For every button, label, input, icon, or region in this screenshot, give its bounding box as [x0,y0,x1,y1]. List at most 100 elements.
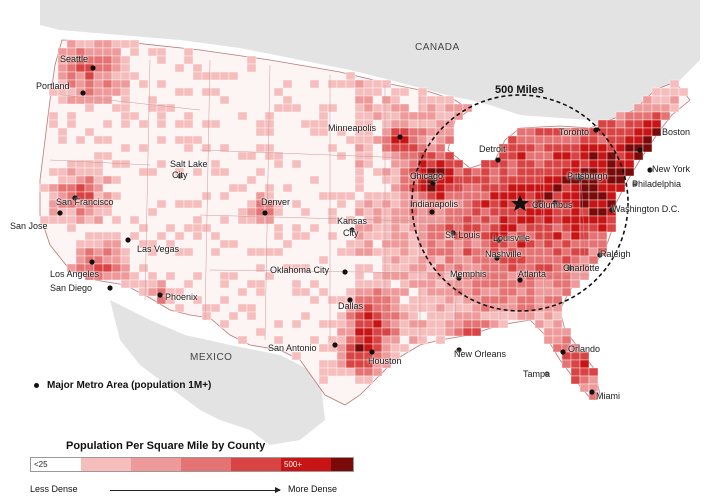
county-cell [165,223,176,233]
county-cell [57,135,68,145]
county-cell [381,239,392,249]
metro-area-dot [597,252,603,258]
county-cell [75,215,86,225]
county-cell [462,191,473,201]
county-cell [102,71,113,81]
county-cell [363,79,374,89]
county-cell [570,359,581,369]
county-cell [372,335,383,345]
county-cell [399,271,410,281]
county-cell [309,279,320,289]
metro-dot-icon [34,383,39,388]
county-cell [408,311,419,321]
county-cell [597,199,608,209]
county-cell [534,295,545,305]
county-cell [354,95,365,105]
metro-area-dot [429,209,435,215]
county-cell [552,223,563,233]
county-cell [399,223,410,233]
county-cell [498,319,509,329]
county-cell [606,167,617,177]
county-cell [444,167,455,177]
county-cell [570,239,581,249]
county-cell [552,135,563,145]
county-cell [75,247,86,257]
county-cell [669,95,680,105]
county-cell [534,191,545,201]
county-cell [624,119,635,129]
county-cell [543,215,554,225]
county-cell [84,103,95,113]
county-cell [489,199,500,209]
county-cell [435,215,446,225]
county-cell [525,167,536,177]
county-cell [579,375,590,385]
metro-area-dot [430,180,436,186]
county-cell [426,311,437,321]
county-cell [561,327,572,337]
county-cell [102,135,113,145]
county-cell [426,215,437,225]
county-cell [309,119,320,129]
county-cell [345,287,356,297]
canada-landmass [40,0,700,130]
county-cell [471,247,482,257]
county-cell [363,287,374,297]
county-cell [606,151,617,161]
county-cell [336,199,347,209]
county-cell [273,231,284,241]
metro-area-dot [637,147,643,153]
metro-area-dot [57,210,63,216]
county-cell [336,79,347,89]
county-cell [444,175,455,185]
county-cell [174,287,185,297]
county-cell [381,175,392,185]
county-cell [120,111,131,121]
county-cell [606,175,617,185]
county-cell [507,167,518,177]
county-cell [390,183,401,193]
county-cell [381,191,392,201]
county-cell [219,71,230,81]
county-cell [147,271,158,281]
county-cell [498,159,509,169]
county-cell [318,191,329,201]
county-cell [399,287,410,297]
county-cell [93,183,104,193]
county-cell [363,327,374,337]
metro-area-dot [552,200,558,206]
county-cell [264,271,275,281]
county-cell [426,95,437,105]
county-cell [417,287,428,297]
county-cell [210,71,221,81]
county-cell [669,103,680,113]
county-cell [129,47,140,57]
county-cell [102,207,113,217]
county-cell [372,231,383,241]
city-label-philadelphia: Philadelphia [632,179,682,189]
county-cell [462,287,473,297]
county-cell [408,127,419,137]
county-cell [480,191,491,201]
city-label-toronto: Toronto [559,127,590,137]
county-cell [399,327,410,337]
county-cell [390,311,401,321]
county-cell [390,319,401,329]
metro-area-dot [517,277,523,283]
county-cell [597,231,608,241]
county-cell [498,295,509,305]
county-cell [606,223,617,233]
county-cell [147,167,158,177]
county-cell [291,159,302,169]
county-cell [525,127,536,137]
county-cell [543,287,554,297]
county-cell [174,135,185,145]
county-cell [417,215,428,225]
county-cell [408,319,419,329]
county-cell [417,111,428,121]
county-cell [363,311,374,321]
county-cell [426,303,437,313]
county-cell [498,223,509,233]
county-cell [390,303,401,313]
county-cell [543,319,554,329]
